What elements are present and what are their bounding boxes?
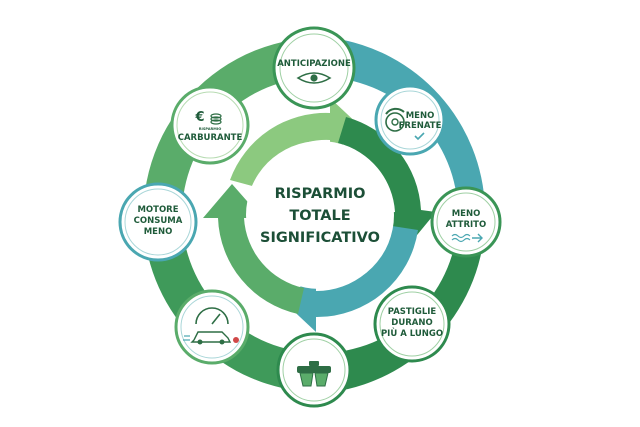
- inner-arrow-bottom: [284, 226, 418, 332]
- eye-icon: [296, 72, 332, 84]
- node-meno-frenate: MENO FRENATE: [374, 84, 446, 156]
- node-motore: MOTORE CONSUMA MENO: [118, 182, 198, 262]
- node-motore-line-1: MOTORE: [137, 205, 178, 215]
- node-motore-line-2: CONSUMA: [134, 216, 183, 226]
- svg-text:€: €: [194, 110, 204, 125]
- check-icon: [414, 132, 425, 141]
- center-title-line-3: SIGNIFICATIVO: [260, 230, 380, 246]
- node-pastiglie-line-1: PASTIGLIE: [388, 307, 437, 317]
- wavy-arrow-icon: [451, 233, 483, 243]
- node-car-eco: [174, 289, 250, 365]
- node-pastiglie-line-2: DURANO: [391, 318, 432, 328]
- brake-disc-icon: [385, 107, 405, 132]
- node-brake-pads: [276, 332, 352, 408]
- center-disc: [246, 141, 394, 289]
- inner-arrow-right: [338, 117, 436, 246]
- inner-arrow-top: [230, 98, 362, 187]
- node-pastiglie-line-3: PIÙ A LUNGO: [381, 327, 443, 339]
- center-title-line-1: RISPARMIO: [275, 186, 366, 202]
- node-meno-frenate-line-1: MENO: [406, 111, 435, 121]
- node-carburante: € RISPARMIO CARBURANTE: [170, 85, 250, 165]
- node-anticipazione-label: ANTICIPAZIONE: [277, 59, 351, 69]
- brake-pads-icon: [297, 361, 331, 387]
- euro-coins-icon: €: [194, 110, 222, 125]
- node-pastiglie: PASTIGLIE DURANO PIÙ A LUNGO: [373, 285, 451, 363]
- car-speedometer-icon: [183, 307, 239, 345]
- node-meno-attrito-line-2: ATTRITO: [446, 220, 486, 230]
- center-title: RISPARMIO TOTALE SIGNIFICATIVO: [260, 186, 380, 246]
- node-meno-frenate-line-2: FRENATE: [399, 121, 442, 131]
- inner-cycle-arrows: [203, 98, 436, 332]
- node-carburante-line-2: CARBURANTE: [178, 133, 243, 143]
- node-motore-line-3: MENO: [144, 227, 173, 237]
- center-title-line-2: TOTALE: [289, 208, 350, 224]
- node-meno-attrito: MENO ATTRITO: [430, 186, 502, 258]
- inner-arrow-left: [203, 184, 304, 314]
- node-anticipazione: ANTICIPAZIONE: [272, 26, 356, 110]
- node-meno-attrito-line-1: MENO: [452, 209, 481, 219]
- node-carburante-line-1: RISPARMIO: [199, 127, 222, 131]
